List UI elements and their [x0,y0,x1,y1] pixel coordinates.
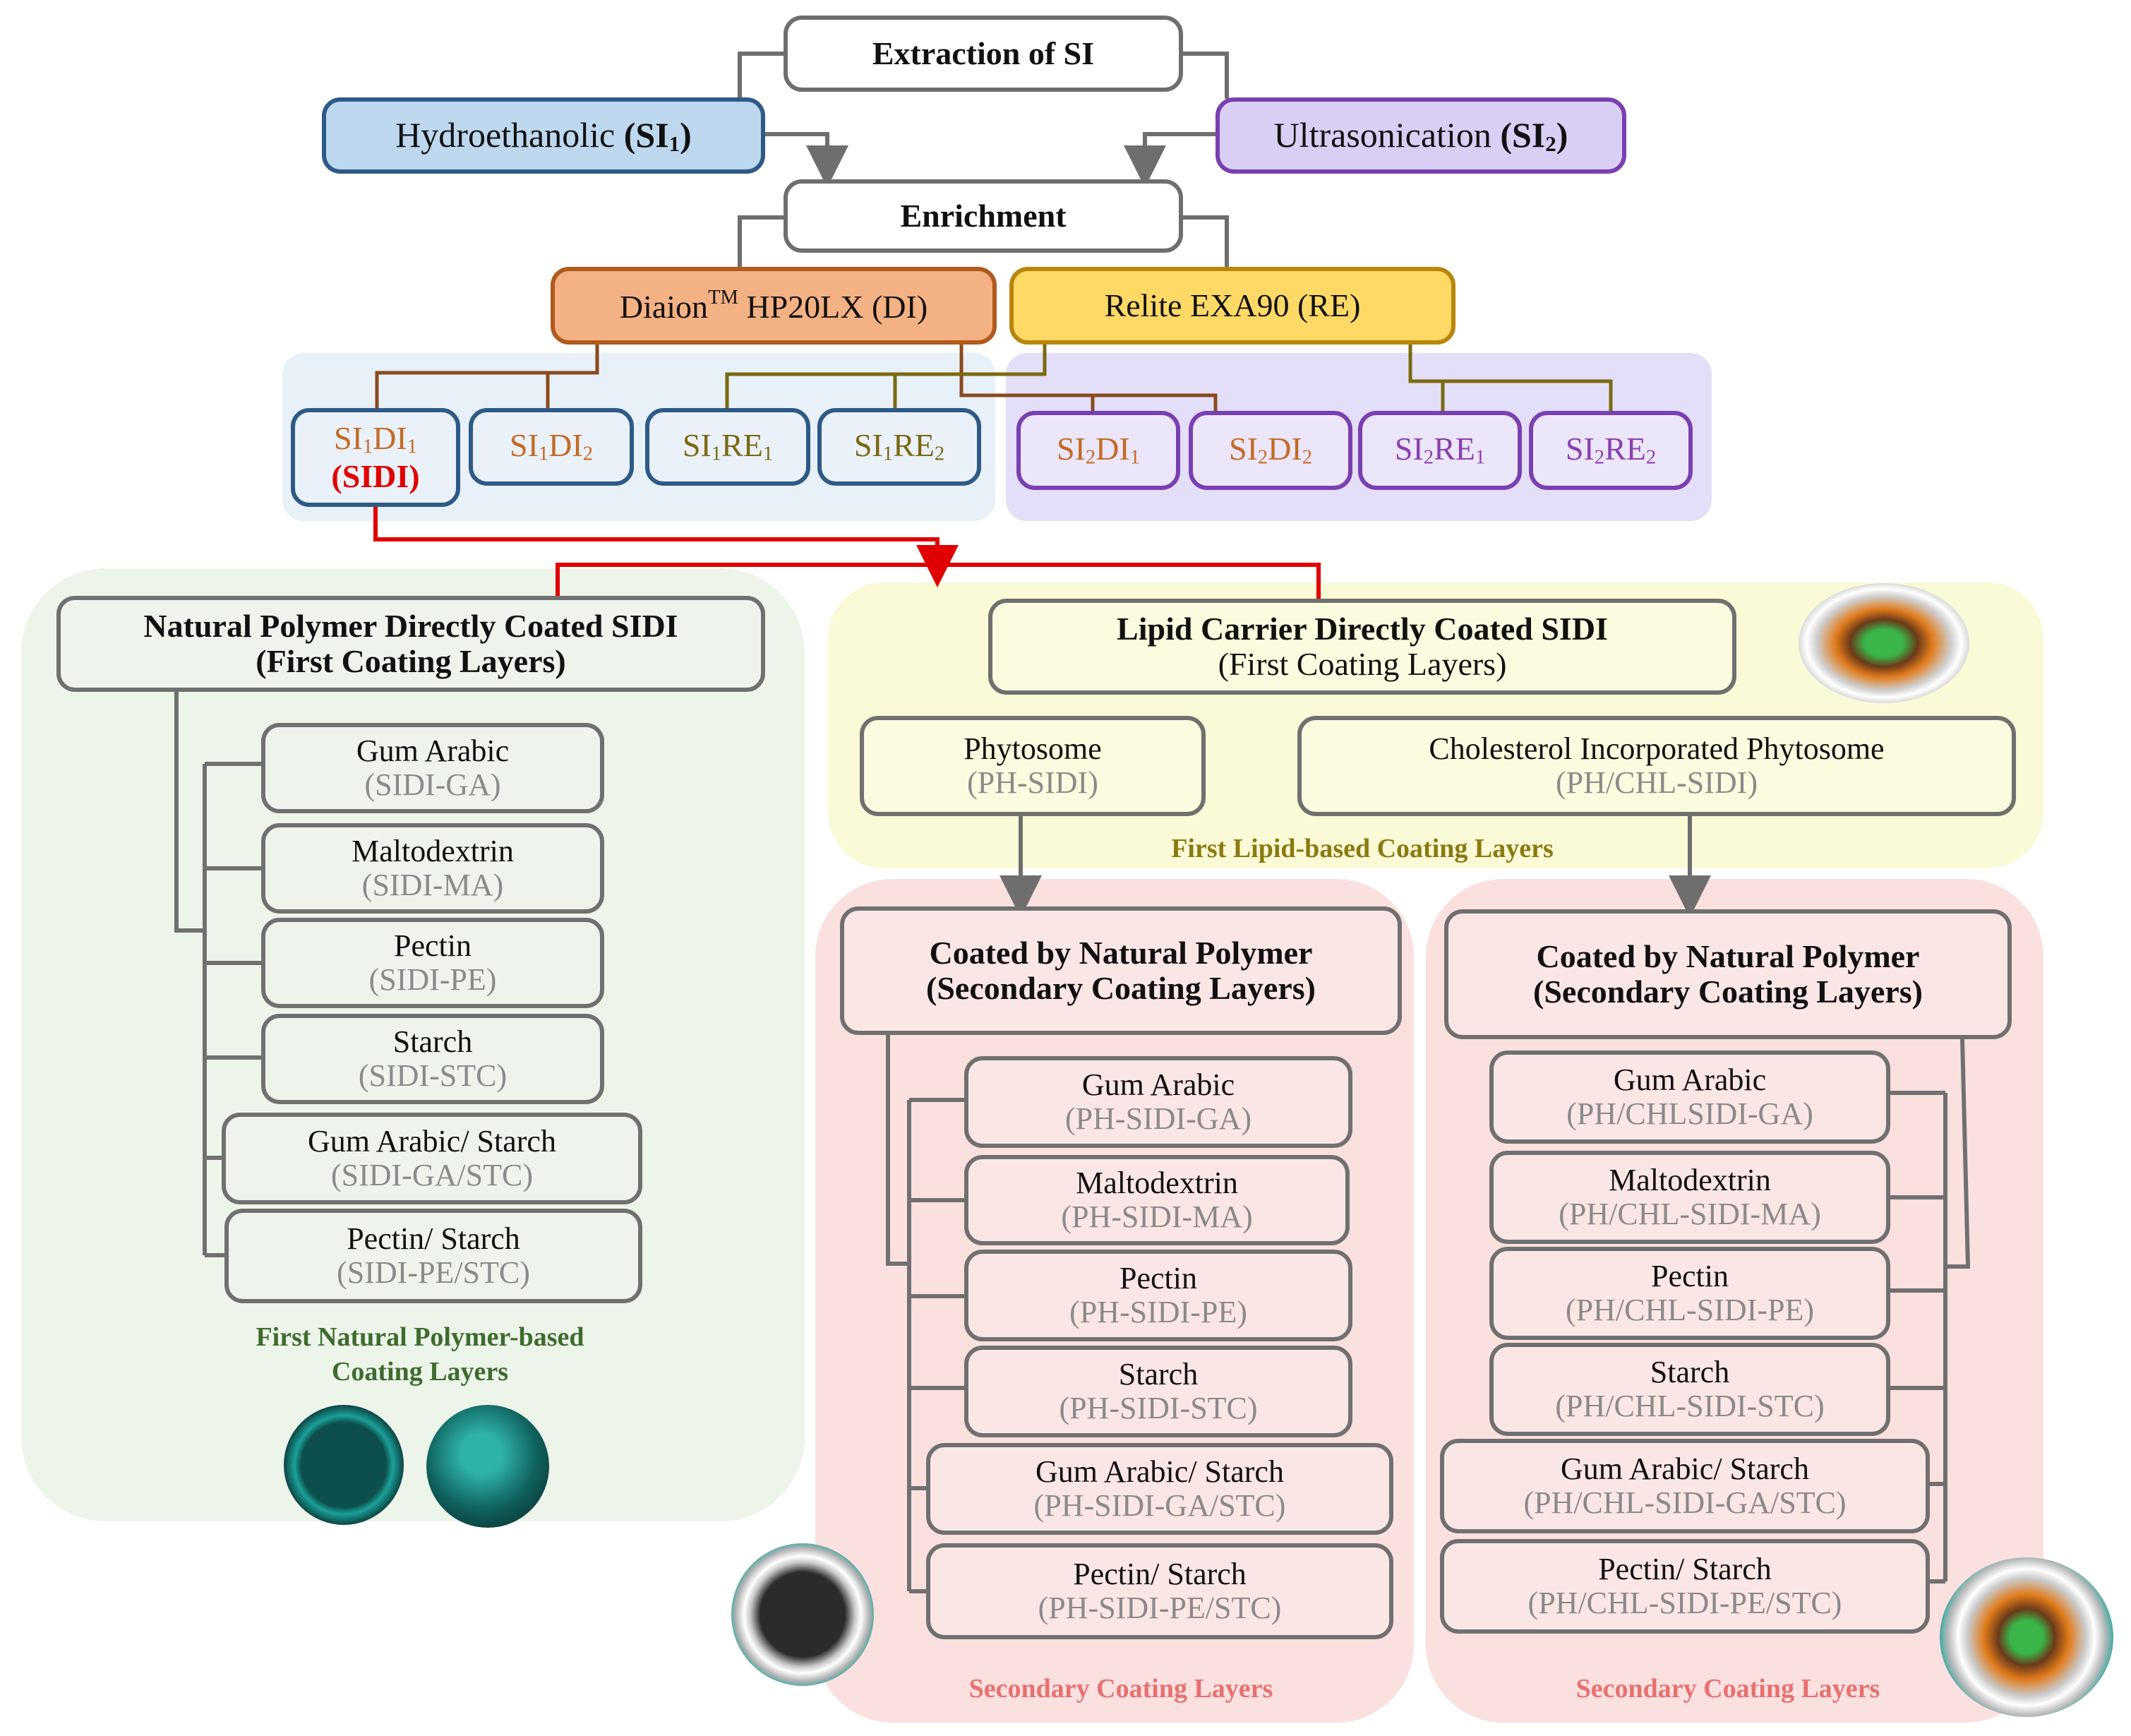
natural-item-gum-arabic: Gum Arabic(SIDI-GA) [261,723,604,813]
secl-item-starch: Starch(PH-SIDI-STC) [964,1346,1352,1437]
lipid-title-box: Lipid Carrier Directly Coated SIDI (Firs… [988,599,1736,695]
sidi-highlight: (SIDI) [331,457,420,494]
secl-item-gum-arabic-starch: Gum Arabic/ Starch(PH-SIDI-GA/STC) [926,1443,1393,1535]
natural-title-box: Natural Polymer Directly Coated SIDI (Fi… [56,596,765,692]
sample-si2re2: SI2RE2 [1529,411,1693,490]
line-extraction-left [738,52,784,99]
secr-item-pectin-starch: Pectin/ Starch(PH/CHL-SIDI-PE/STC) [1440,1539,1930,1634]
hydroethanolic-code: (SI1) [623,114,692,156]
secondary-right-title-box: Coated by Natural Polymer (Secondary Coa… [1444,909,2012,1039]
natural-item-starch: Starch(SIDI-STC) [261,1014,604,1104]
line-enrich-left [738,215,784,267]
enrichment-label: Enrichment [900,198,1067,234]
relite-label: Relite EXA90 (RE) [1104,287,1361,324]
lipid-caption: First Lipid-based Coating Layers [1171,834,1554,863]
natural-item-pectin: Pectin(SIDI-PE) [261,918,604,1008]
cholesterol-phytosome-box: Cholesterol Incorporated Phytosome(PH/CH… [1297,716,2016,816]
secl-item-pectin-starch: Pectin/ Starch(PH-SIDI-PE/STC) [926,1543,1393,1639]
relite-box: Relite EXA90 (RE) [1009,267,1455,345]
natural-particle-icon-2 [426,1405,549,1528]
ultrasonication-label: Ultrasonication [1273,114,1501,155]
lipid-particle-icon [1799,583,1969,703]
secondary-left-particle-icon [731,1543,874,1686]
line-re-right [1408,345,1613,411]
natural-item-maltodextrin: Maltodextrin(SIDI-MA) [261,823,604,914]
line-sidi-split [556,563,1321,599]
diaion-box: DiaionTM HP20LX (DI) [551,267,997,345]
line-enrich-right [1180,215,1229,267]
arrow-hydro [762,132,848,188]
line-secl-trunk [886,1035,909,1266]
line-di-left [375,345,599,408]
enrichment-box: Enrichment [784,179,1183,253]
line-di-right [959,345,1218,411]
ultrasonication-box: Ultrasonication (SI2) [1215,97,1626,174]
secl-item-gum-arabic: Gum Arabic(PH-SIDI-GA) [964,1056,1352,1148]
line-sidi-down [373,507,959,587]
secl-item-pectin: Pectin(PH-SIDI-PE) [964,1250,1352,1341]
natural-title-line1: Natural Polymer Directly Coated SIDI [143,608,678,645]
secondary-left-title-box: Coated by Natural Polymer (Secondary Coa… [840,906,1402,1035]
secondary-right-particle-icon [1940,1557,2113,1717]
secr-item-gum-arabic-starch: Gum Arabic/ Starch(PH/CHL-SIDI-GA/STC) [1440,1439,1930,1533]
natural-item-gum-arabic-starch: Gum Arabic/ Starch(SIDI-GA/STC) [222,1113,642,1204]
line-natural-trunk [174,692,205,933]
secl-item-maltodextrin: Maltodextrin(PH-SIDI-MA) [964,1155,1350,1245]
secondary-right-caption: Secondary Coating Layers [1575,1674,1880,1704]
natural-particle-icon-1 [284,1405,404,1525]
hydroethanolic-label: Hydroethanolic [395,114,624,155]
ultrasonication-code: (SI2) [1500,114,1568,156]
secr-item-pectin: Pectin(PH/CHL-SIDI-PE) [1489,1247,1890,1340]
sample-si2re1: SI2RE1 [1358,411,1522,490]
natural-caption: First Natural Polymer-based Coating Laye… [256,1322,584,1387]
line-extraction-right [1180,52,1229,99]
line-re-left [725,345,1047,408]
lipid-title-line1: Lipid Carrier Directly Coated SIDI [1117,611,1608,647]
sample-si1di2: SI1DI2 [469,408,634,486]
secr-item-starch: Starch(PH/CHL-SIDI-STC) [1489,1343,1890,1436]
arrow-ultra [1124,132,1215,188]
sample-si2di1: SI2DI1 [1016,411,1180,490]
lipid-title-line2: (First Coating Layers) [1218,646,1507,682]
sample-si1di1: SI1DI1 (SIDI) [291,408,460,507]
sample-si1re1: SI1RE1 [645,408,810,486]
natural-item-pectin-starch: Pectin/ Starch(SIDI-PE/STC) [224,1209,642,1303]
line-secr-trunk [1945,1038,1971,1269]
sample-si2di2: SI2DI2 [1189,411,1352,490]
diaion-label: DiaionTM HP20LX (DI) [619,286,928,325]
secr-item-maltodextrin: Maltodextrin(PH/CHL-SIDI-MA) [1489,1151,1890,1244]
natural-title-line2: (First Coating Layers) [256,643,566,679]
extraction-label: Extraction of SI [872,35,1095,72]
secr-item-gum-arabic: Gum Arabic(PH/CHLSIDI-GA) [1489,1050,1890,1144]
secondary-left-caption: Secondary Coating Layers [968,1674,1273,1704]
extraction-box: Extraction of SI [784,16,1183,92]
phytosome-box: Phytosome(PH-SIDI) [860,716,1206,816]
sample-si1re2: SI1RE2 [817,408,981,486]
hydroethanolic-box: Hydroethanolic (SI1) [322,97,765,174]
